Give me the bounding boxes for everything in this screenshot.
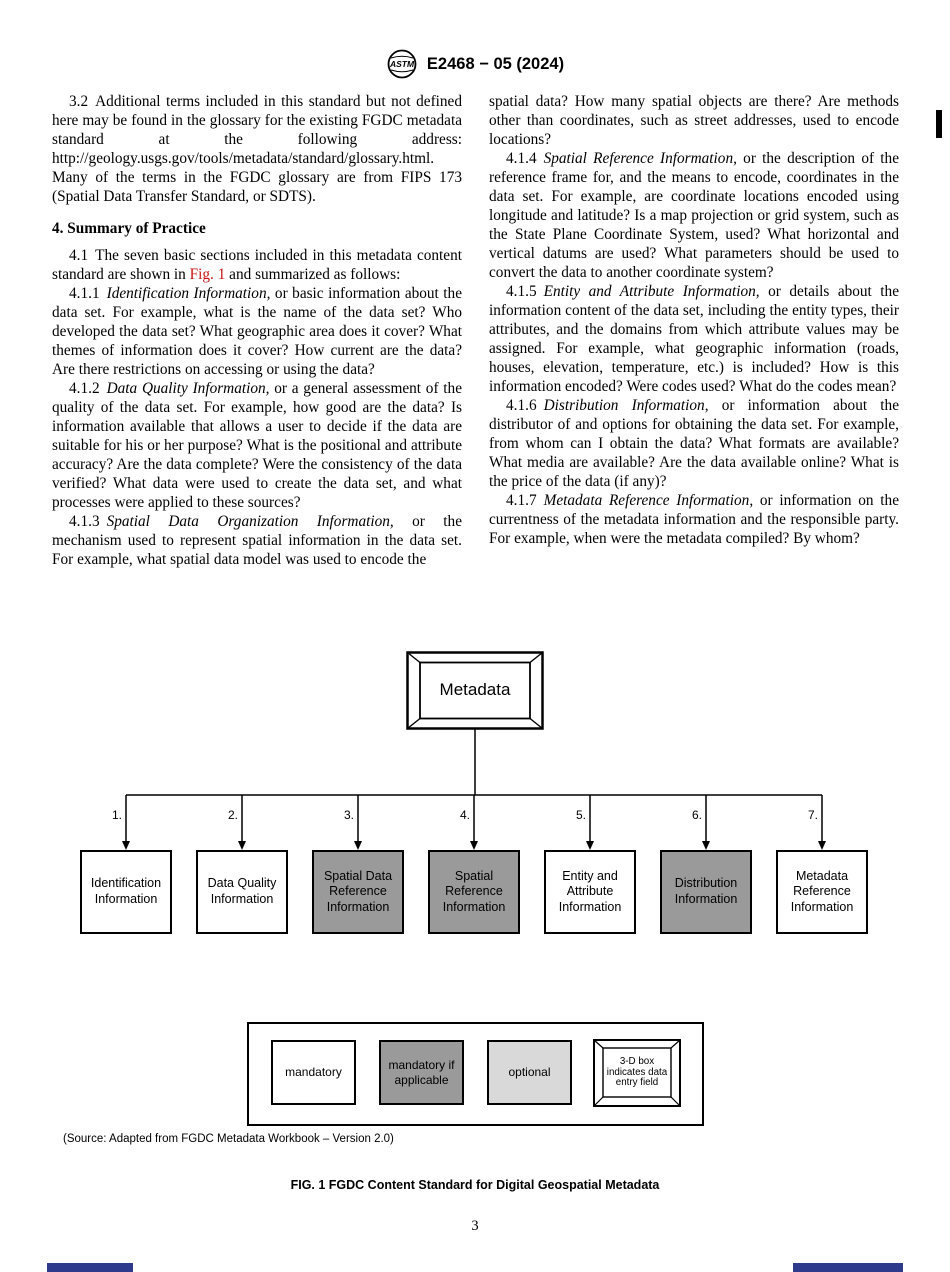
legend-mandatory-if-applicable: mandatory if applicable [379,1040,464,1105]
page-number: 3 [471,1218,479,1234]
section-number: 4.1.3 [69,513,100,530]
branch-number-7: 7. [807,808,818,822]
branch-number-3: 3. [343,808,354,822]
paragraph-4-1-3: 4.1.3 Spatial Data Organization Informati… [52,512,462,569]
branch-number-6: 6. [691,808,702,822]
legend-3d-box-frame [593,1039,681,1107]
fig-1-link[interactable]: Fig. 1 [189,266,226,283]
footer-blue-bar-left [47,1263,133,1272]
footer-blue-bar-right [793,1263,903,1272]
node-identification-information: Identification Information [80,850,172,934]
arrowheads [122,841,826,850]
paragraph-text: and summarized as follows: [225,266,401,283]
astm-logo-text: ASTM [389,59,415,69]
term-italic: Data Quality Information, [106,380,270,397]
figure-source-note: (Source: Adapted from FGDC Metadata Work… [63,1133,394,1145]
branch-number-4: 4. [459,808,470,822]
paragraph-4-1-6: 4.1.6 Distribution Information, or inform… [489,396,899,491]
node-distribution-information: Distribution Information [660,850,752,934]
branch-number-5: 5. [575,808,586,822]
legend-box [247,1022,704,1126]
section-number: 4.1.5 [506,283,537,300]
legend-optional: optional [487,1040,572,1105]
heading-summary-of-practice: 4. Summary of Practice [52,220,206,237]
section-number: 4.1.2 [69,380,100,397]
node-data-quality-information: Data Quality Information [196,850,288,934]
branch-number-2: 2. [227,808,238,822]
paragraph-text: Additional terms included in this standa… [52,93,462,205]
change-bar [936,110,942,138]
paragraph-4-1-3-continued: spatial data? How many spatial objects a… [489,92,899,149]
paragraph-4-1-1: 4.1.1 Identification Information, or basi… [52,284,462,379]
astm-logo: ASTM [387,49,417,79]
right-column: spatial data? How many spatial objects a… [489,92,899,548]
node-spatial-data-reference-information: Spatial Data Reference Information [312,850,404,934]
paragraph-text: or details about the information content… [489,283,899,395]
figure-tree-connectors [122,651,826,850]
section-number: 4.1.7 [506,492,537,509]
legend-mandatory: mandatory [271,1040,356,1105]
legend-3d-box-label: 3-D box indicates data entry field [606,1055,668,1089]
standard-designation: E2468 − 05 (2024) [426,54,565,73]
paragraph-text: The seven basic sections included in thi… [52,247,462,283]
connector-lines [125,729,823,843]
metadata-root-box: Metadata [439,679,511,699]
paragraph-text: or information about the distributor of … [489,397,899,490]
term-italic: Entity and Attribute Information, [543,283,760,300]
section-number: 4.1.6 [506,397,537,414]
metadata-3d-frame [406,651,544,730]
paragraph-text: or information on the currentness of the… [489,492,899,547]
node-spatial-reference-information: Spatial Reference Information [428,850,520,934]
term-italic: Distribution Information, [543,397,709,414]
paragraph-4-1-5: 4.1.5 Entity and Attribute Information, o… [489,282,899,396]
section-number: 4.1 [69,247,89,264]
paragraph-text: or the mechanism used to represent spati… [52,513,462,568]
figure-caption: FIG. 1 FGDC Content Standard for Digital… [290,1178,660,1192]
section-number: 4.1.1 [69,285,100,302]
term-italic: Spatial Data Organization Information, [106,513,394,530]
paragraph-text: or a general assessment of the quality o… [52,380,462,511]
section-number: 4.1.4 [506,150,537,167]
paragraph-text: or the description of the reference fram… [489,150,899,281]
term-italic: Spatial Reference Information, [543,150,737,167]
paragraph-text: spatial data? How many spatial objects a… [489,93,899,148]
paragraph-4-1-4: 4.1.4 Spatial Reference Information, or t… [489,149,899,282]
paragraph-4-1-2: 4.1.2 Data Quality Information, or a gene… [52,379,462,512]
page-header: ASTM E2468 − 05 (2024) [0,48,950,80]
section-number: 3.2 [69,93,89,110]
paragraph-text: or basic information about the data set.… [52,285,462,378]
node-entity-and-attribute-information: Entity and Attribute Information [544,850,636,934]
term-italic: Identification Information, [106,285,271,302]
node-metadata-reference-information: Metadata Reference Information [776,850,868,934]
term-italic: Metadata Reference Information, [543,492,754,509]
branch-number-1: 1. [111,808,122,822]
paragraph-4-1-7: 4.1.7 Metadata Reference Information, or … [489,491,899,548]
